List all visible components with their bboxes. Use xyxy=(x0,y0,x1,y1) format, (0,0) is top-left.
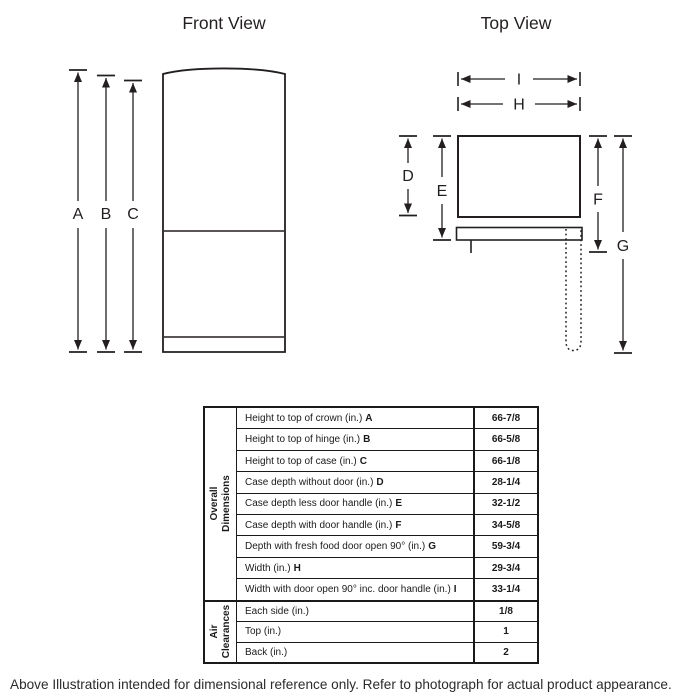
dimension-i xyxy=(457,72,581,86)
section-header-line: Dimensions xyxy=(220,475,232,533)
footnote: Above Illustration intended for dimensio… xyxy=(10,677,672,692)
table-row: Height to top of crown (in.)A 66-7/8 xyxy=(237,408,537,429)
table-row: Depth with fresh food door open 90° (in.… xyxy=(237,535,537,557)
front-view-drawing xyxy=(162,67,286,353)
dimension-b xyxy=(97,74,115,353)
row-value: 34-5/8 xyxy=(491,519,521,531)
row-label: Width (in.)H xyxy=(237,557,475,579)
air-clearances-header: Air Clearances xyxy=(205,601,237,662)
row-label: Height to top of crown (in.)A xyxy=(237,408,475,429)
table-row: Width (in.)H 29-3/4 xyxy=(237,556,537,579)
front-view-title: Front View xyxy=(182,13,266,33)
row-value: 66-1/8 xyxy=(491,455,521,467)
section-header-line: Clearances xyxy=(220,605,232,659)
dimension-e-label: E xyxy=(437,183,448,200)
row-label: Case depth without door (in.)D xyxy=(237,472,475,493)
row-value: 66-7/8 xyxy=(491,412,521,424)
table-row: Width with door open 90° inc. door handl… xyxy=(237,578,537,600)
table-row: Case depth with door handle (in.)F 34-5/… xyxy=(237,514,537,536)
row-value: 2 xyxy=(503,646,509,658)
table-row: Case depth without door (in.)D 28-1/4 xyxy=(237,471,537,493)
row-label: Height to top of hinge (in.)B xyxy=(237,429,475,450)
row-label: Top (in.) xyxy=(237,622,475,642)
dimension-diagram: Front View Top View A B C xyxy=(69,13,632,354)
dimension-g-label: G xyxy=(617,238,629,255)
row-value: 28-1/4 xyxy=(491,476,521,488)
handle-open-dotted-outline xyxy=(565,229,582,352)
overall-dimensions-section: Overall Dimensions Height to top of crow… xyxy=(205,408,537,600)
row-label: Case depth with door handle (in.)F xyxy=(237,515,475,536)
row-value: 66-5/8 xyxy=(491,434,521,446)
section-header-line: Overall xyxy=(209,486,220,521)
table-row: Back (in.) 2 xyxy=(237,641,537,662)
dimension-a-label: A xyxy=(73,206,84,223)
dimension-e xyxy=(433,135,451,241)
fridge-front-outline xyxy=(162,67,286,353)
row-value: 59-3/4 xyxy=(491,541,521,553)
dimension-i-label: I xyxy=(517,72,521,89)
table-row: Height to top of case (in.)C 66-1/8 xyxy=(237,449,537,472)
row-value: 33-1/4 xyxy=(491,583,521,595)
overall-dimensions-header: Overall Dimensions xyxy=(205,408,237,600)
row-value: 32-1/2 xyxy=(491,498,521,510)
section-header-line: Air xyxy=(209,624,220,639)
dimension-f xyxy=(589,135,607,253)
dimension-b-label: B xyxy=(101,206,112,223)
row-label: Depth with fresh food door open 90° (in.… xyxy=(237,536,475,557)
row-value: 29-3/4 xyxy=(491,562,521,574)
table-row: Case depth less door handle (in.)E 32-1/… xyxy=(237,492,537,515)
top-view-title: Top View xyxy=(481,13,552,33)
dimension-g xyxy=(614,135,632,354)
table-row: Top (in.) 1 xyxy=(237,621,537,642)
air-clearances-section: Air Clearances Each side (in.) 1/8 Top (… xyxy=(205,599,537,662)
row-label: Height to top of case (in.)C xyxy=(237,450,475,472)
dimension-h-label: H xyxy=(513,97,525,114)
dimension-d-label: D xyxy=(402,168,414,185)
row-value: 1/8 xyxy=(499,605,513,617)
row-label: Back (in.) xyxy=(237,642,475,662)
row-value: 1 xyxy=(503,626,509,638)
case-outline-top xyxy=(457,135,581,218)
table-row: Each side (in.) 1/8 xyxy=(237,601,537,622)
dimensions-table: Overall Dimensions Height to top of crow… xyxy=(203,406,539,664)
door-outline-top xyxy=(455,226,583,241)
dimension-a xyxy=(69,69,87,353)
table-row: Height to top of hinge (in.)B 66-5/8 xyxy=(237,428,537,450)
row-label: Width with door open 90° inc. door handl… xyxy=(237,579,475,600)
row-label: Each side (in.) xyxy=(237,601,475,622)
top-view-drawing xyxy=(455,135,583,352)
dimension-f-label: F xyxy=(593,192,603,209)
dimension-c xyxy=(124,79,142,353)
row-label: Case depth less door handle (in.)E xyxy=(237,493,475,515)
dimension-d xyxy=(399,135,417,217)
dimension-c-label: C xyxy=(127,206,139,223)
dimension-h xyxy=(457,97,581,111)
